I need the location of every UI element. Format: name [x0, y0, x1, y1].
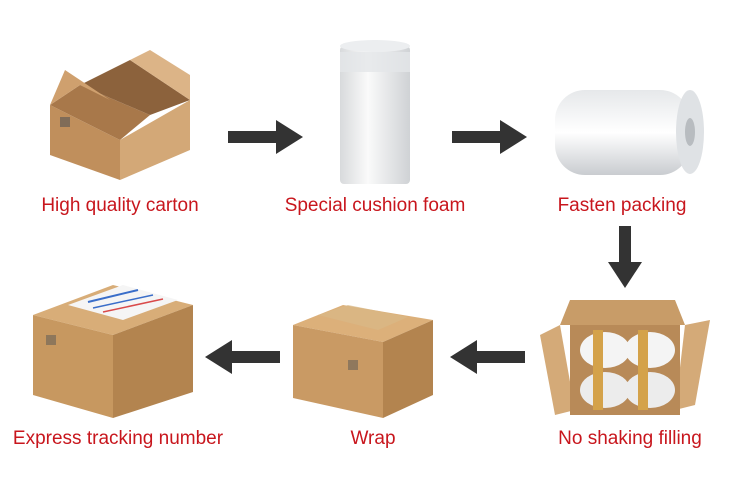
step-label: No shaking filling — [558, 428, 702, 449]
step-express-tracking-number — [28, 280, 198, 420]
step-label: High quality carton — [41, 195, 199, 216]
step-label: Wrap — [350, 428, 396, 449]
arrow-icon — [228, 120, 303, 154]
open-carton-icon — [50, 50, 190, 180]
filled-box-icon — [540, 300, 710, 415]
step-wrap — [288, 300, 438, 420]
arrow-icon — [205, 340, 280, 374]
labeled-box-icon — [33, 285, 193, 418]
step-high-quality-carton — [40, 45, 200, 180]
arrow-down — [608, 226, 642, 288]
arrow-icon — [450, 340, 525, 374]
taped-box-icon — [293, 305, 433, 418]
step-fasten-packing — [540, 85, 705, 180]
step-no-shaking-filling — [535, 295, 715, 425]
step-label: Fasten packing — [557, 195, 687, 216]
arrow-right-2 — [452, 120, 527, 154]
step-special-cushion-foam — [335, 38, 415, 188]
arrow-icon — [608, 226, 642, 288]
arrow-left-1 — [450, 340, 525, 374]
foam-roll-icon — [340, 40, 410, 184]
arrow-icon — [452, 120, 527, 154]
step-label: Special cushion foam — [284, 195, 466, 216]
bubble-wrap-roll-icon — [555, 90, 704, 175]
step-label: Express tracking number — [12, 428, 224, 449]
arrow-left-2 — [205, 340, 280, 374]
arrow-right-1 — [228, 120, 303, 154]
